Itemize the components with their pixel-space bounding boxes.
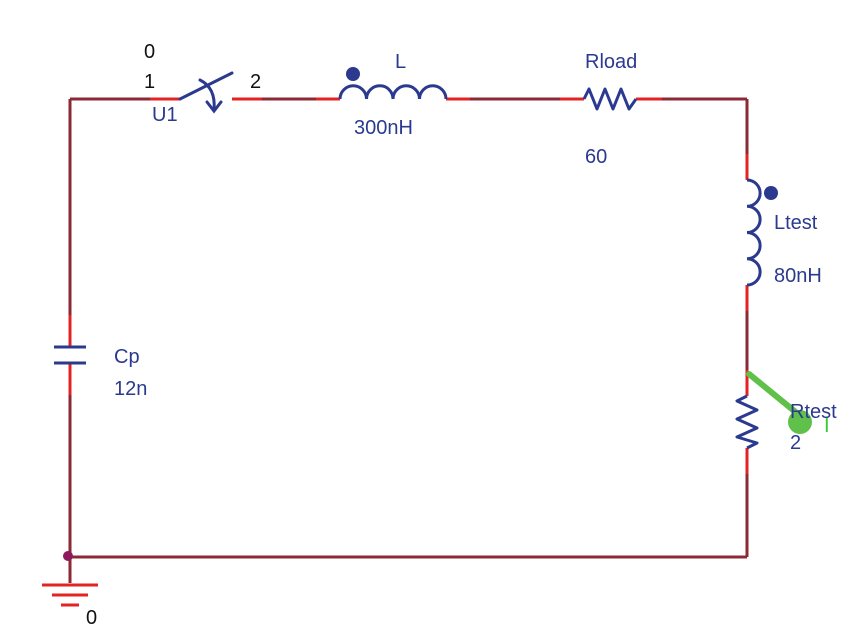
- rload-value-label: 60: [585, 146, 607, 168]
- switch-pin-left-number: 1: [144, 71, 155, 93]
- probe-label: I: [824, 415, 830, 437]
- current-probe[interactable]: [746, 371, 812, 434]
- rtest-value-label: 2: [790, 432, 801, 454]
- wires: [68, 97, 749, 583]
- junction-dot: [63, 551, 73, 561]
- capacitor-cp[interactable]: [54, 345, 86, 365]
- resistor-rload[interactable]: [582, 87, 638, 111]
- probe-stem: [746, 371, 801, 417]
- switch-arrow-head: [205, 100, 223, 114]
- rtest-zigzag: [735, 394, 759, 450]
- resistor-rtest[interactable]: [735, 394, 759, 450]
- inductor-l-polarity-dot: [346, 67, 360, 81]
- ltest-ref-label: Ltest: [774, 212, 818, 234]
- ground-symbol[interactable]: [42, 583, 98, 607]
- cp-value-label: 12n: [114, 378, 147, 400]
- ltest-coil: [746, 178, 762, 287]
- rtest-ref-label: Rtest: [790, 401, 837, 423]
- probe-head: [788, 410, 812, 434]
- inductor-l-coil: [338, 84, 448, 100]
- ltest-value-label: 80nH: [774, 265, 822, 287]
- switch-pin-top-number: 0: [144, 41, 155, 63]
- labels: 0 1 2 U1 L 300nH Rload 60 Ltest 80nH Rte…: [86, 41, 837, 629]
- inductor-l-ref-label: L: [395, 51, 406, 73]
- ground-net-label: 0: [86, 607, 97, 629]
- switch-ref-label: U1: [152, 104, 178, 126]
- pin-segments: [68, 97, 749, 474]
- cp-ref-label: Cp: [114, 346, 140, 368]
- switch-u1[interactable]: [178, 71, 234, 114]
- switch-pin-right-number: 2: [250, 71, 261, 93]
- inductor-ltest[interactable]: [746, 178, 778, 287]
- rload-zigzag: [582, 87, 638, 111]
- inductor-l[interactable]: [338, 67, 448, 100]
- inductor-l-value-label: 300nH: [354, 117, 413, 139]
- rload-ref-label: Rload: [585, 51, 637, 73]
- ltest-polarity-dot: [764, 186, 778, 200]
- switch-actuator-arrow: [198, 78, 216, 112]
